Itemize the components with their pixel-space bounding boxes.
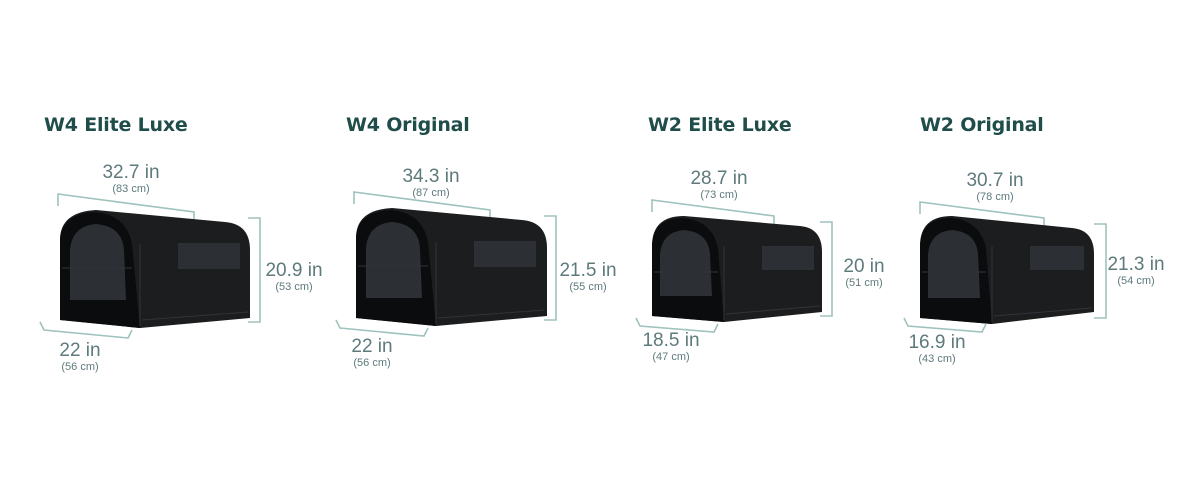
height-dimension: 21.3 in (54 cm) [1107, 254, 1165, 287]
product-title: W4 Elite Luxe [44, 114, 188, 136]
crate-illustration [635, 199, 833, 333]
height-dimension: 21.5 in (55 cm) [559, 260, 617, 293]
length-dimension: 32.7 in (83 cm) [102, 162, 160, 195]
width-dimension: 22 in (56 cm) [351, 336, 393, 369]
crate-illustration [335, 191, 557, 337]
length-dimension: 34.3 in (87 cm) [402, 166, 460, 199]
height-dimension: 20 in (51 cm) [843, 256, 885, 289]
crate-illustration [39, 193, 261, 339]
product-title: W2 Elite Luxe [648, 114, 792, 136]
product-title: W4 Original [346, 114, 470, 136]
width-dimension: 16.9 in (43 cm) [908, 332, 966, 365]
height-dimension: 20.9 in (53 cm) [265, 260, 323, 293]
product-card-w4-elite-luxe: W4 Elite Luxe 32.7 in (83 cm) 20.9 in (5… [0, 0, 323, 480]
product-card-w4-original: W4 Original 34.3 in (87 cm) 21.5 in (55 … [300, 0, 617, 480]
width-dimension: 22 in (56 cm) [59, 340, 101, 373]
product-card-w2-elite-luxe: W2 Elite Luxe 28.7 in (73 cm) 20 in (51 … [600, 0, 900, 480]
length-dimension: 30.7 in (78 cm) [966, 170, 1024, 203]
crate-illustration [903, 201, 1107, 333]
width-dimension: 18.5 in (47 cm) [642, 330, 700, 363]
product-title: W2 Original [920, 114, 1044, 136]
length-dimension: 28.7 in (73 cm) [690, 168, 748, 201]
product-card-w2-original: W2 Original 30.7 in (78 cm) 21.3 in (54 … [872, 0, 1172, 480]
